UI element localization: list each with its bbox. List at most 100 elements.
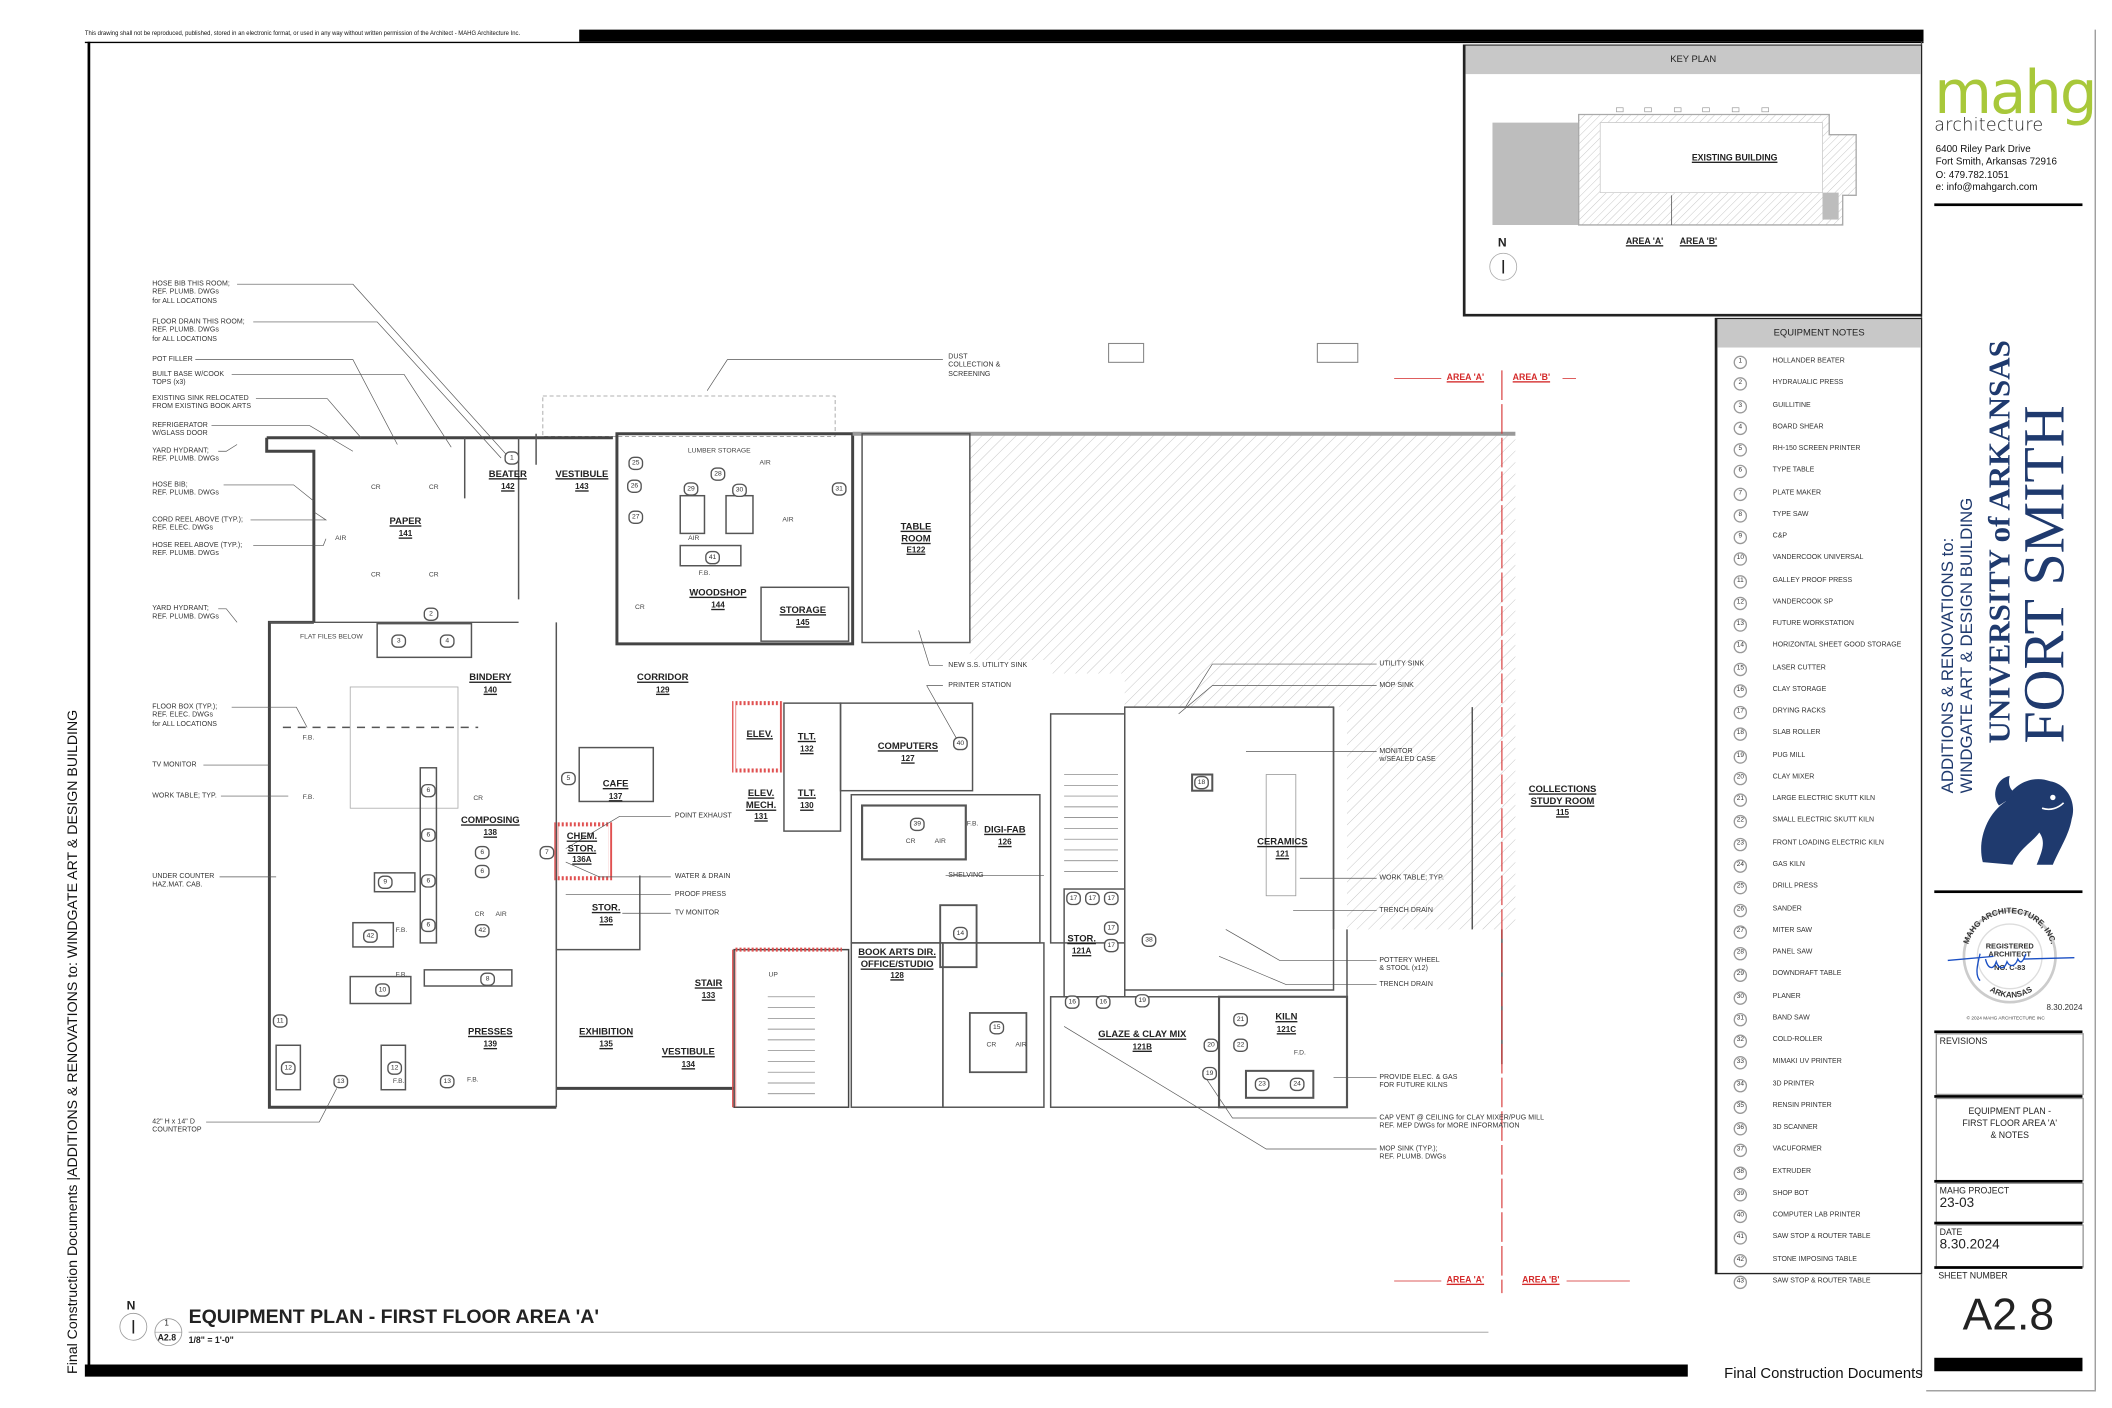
equipment-note-label: HOLLANDER BEATER [1772,356,1845,366]
callout-mop-sink-typ: MOP SINK (TYP.); REF. PLUMB. DWGs [1379,1144,1447,1162]
equipment-note-number: 11 [1733,574,1748,589]
key-area-a: AREA 'A' [1625,237,1664,247]
equipment-note-label: VANDERCOOK UNIVERSAL [1772,554,1864,563]
stamp-date: 8.30.2024 [2047,1003,2083,1012]
client-name-line1: UNIVERSITY of ARKANSAS [1982,340,2017,744]
lumber-storage-label: LUMBER STORAGE [687,447,751,456]
project-line2: WINDGATE ART & DESIGN BUILDING [1957,497,1977,794]
equipment-tag: 19 [1202,1066,1218,1081]
equipment-note-label: GALLEY PROOF PRESS [1772,575,1853,585]
firm-logo-sub: architecture [1934,115,2044,137]
equipment-note-label: EXTRUDER [1772,1167,1812,1176]
equipment-note-label: CLAY STORAGE [1772,685,1827,694]
callout-yard-hydrant-2: YARD HYDRANT; REF. PLUMB. DWGs [152,604,219,622]
equipment-tag: 6 [420,874,436,888]
area-a-label-top: AREA 'A' [1446,373,1485,383]
equipment-tag: 31 [831,482,847,496]
equipment-tag: 23 [1254,1077,1270,1092]
fb-label: F.B. [395,971,408,980]
callout-pottery-wheel: POTTERY WHEEL & STOOL (x12) [1379,956,1440,974]
equipment-tag: 13 [439,1074,455,1089]
room-name: ELEV. MECH. [745,789,777,811]
equipment-note-number: 35 [1733,1100,1748,1114]
callout-built-base: BUILT BASE W/COOK TOPS (x3) [152,370,225,388]
equipment-note-number: 19 [1733,749,1748,764]
equipment-note-item: 11 GALLEY PROOF PRESS [1717,574,1919,589]
room-number: 132 [800,745,814,754]
equipment-tag: 16 [1095,995,1111,1009]
top-border-line [84,41,1924,44]
equipment-note-number: 33 [1733,1056,1748,1070]
equipment-tag: 6 [474,864,490,879]
callout-proof-press: PROOF PRESS [674,890,727,899]
equipment-note-number: 3 [1733,399,1748,413]
architect-stamp: MAHG ARCHITECTURE, INC. ARKANSAS REGISTE… [1947,906,2083,1012]
equipment-tag: 22 [1233,1038,1248,1053]
equipment-note-label: TYPE TABLE [1772,466,1815,475]
title-block-divider [1934,1030,2083,1034]
equipment-note-label: VACUFORMER [1772,1145,1822,1154]
equipment-note-number: 12 [1733,596,1748,611]
sheet-title-box: EQUIPMENT PLAN - FIRST FLOOR AREA 'A' & … [1935,1097,2084,1182]
callout-refrigerator: REFRIGERATOR W/GLASS DOOR [152,421,208,439]
equipment-note-number: 2 [1733,377,1748,391]
stamp-copyright: © 2024 MAHG ARCHITECTURE INC [1966,1015,2045,1022]
firm-email: e: info@mahgarch.com [1935,180,2038,193]
equipment-note-number: 13 [1733,618,1748,632]
room-number: 135 [599,1040,613,1049]
room-name: CHEM. STOR. [566,832,598,854]
callout-hose-bib: HOSE BIB; REF. PLUMB. DWGs [152,480,219,498]
equipment-note-label: STONE IMPOSING TABLE [1772,1254,1857,1264]
equipment-notes-title: EQUIPMENT NOTES [1717,319,1921,348]
equipment-note-number: 31 [1733,1012,1748,1027]
equipment-note-number: 16 [1733,684,1748,698]
existing-building-hatch [969,433,1516,930]
room-toilet-130: TLT.130 [798,789,816,812]
equipment-tag: 5 [561,771,576,786]
svg-text:MAHG ARCHITECTURE, INC.: MAHG ARCHITECTURE, INC. [1962,906,2058,945]
room-name: GLAZE & CLAY MIX [1098,1030,1187,1040]
equipment-note-label: 3D PRINTER [1772,1079,1815,1088]
equipment-note-label: VANDERCOOK SP [1772,597,1834,606]
equipment-note-label: PANEL SAW [1772,948,1813,957]
firm-logo-main: mahg [1934,59,2097,128]
equipment-note-label: DRYING RACKS [1772,707,1826,716]
callout-hose-reel: HOSE REEL ABOVE (TYP.); REF. PLUMB. DWGs [152,541,243,559]
room-number: 133 [701,992,716,1001]
firm-address-line1: 6400 Riley Park Drive [1935,142,2031,155]
equipment-tag: 17 [1103,891,1119,906]
equipment-note-label: PLANER [1772,992,1801,1001]
equipment-note-item: 16 CLAY STORAGE [1717,684,1919,698]
up-label: UP [768,971,778,980]
equipment-note-label: 3D SCANNER [1772,1123,1818,1132]
left-border [87,41,91,1376]
floor-drain-label: F.D. [1293,1049,1306,1058]
equipment-note-label: C&P [1772,532,1788,541]
equipment-note-label: LARGE ELECTRIC SKUTT KILN [1772,794,1876,804]
existing-building-label: EXISTING BUILDING [1691,153,1778,163]
callout-haz-mat-cabinet: UNDER COUNTER HAZ.MAT. CAB. [152,872,215,890]
stamp-center-1: REGISTERED [1986,941,2035,950]
cr-label: CR [986,1041,997,1050]
date-label: DATE [1939,1228,1963,1238]
room-number: 130 [800,802,814,811]
room-name: COMPOSING [460,816,520,826]
equipment-tag: 30 [732,483,747,498]
callout-cap-vent: CAP VENT @ CEILING for CLAY MIXER/PUG MI… [1379,1113,1545,1131]
room-name: BINDERY [469,673,512,683]
footer-status: Final Construction Documents [1724,1365,1923,1383]
